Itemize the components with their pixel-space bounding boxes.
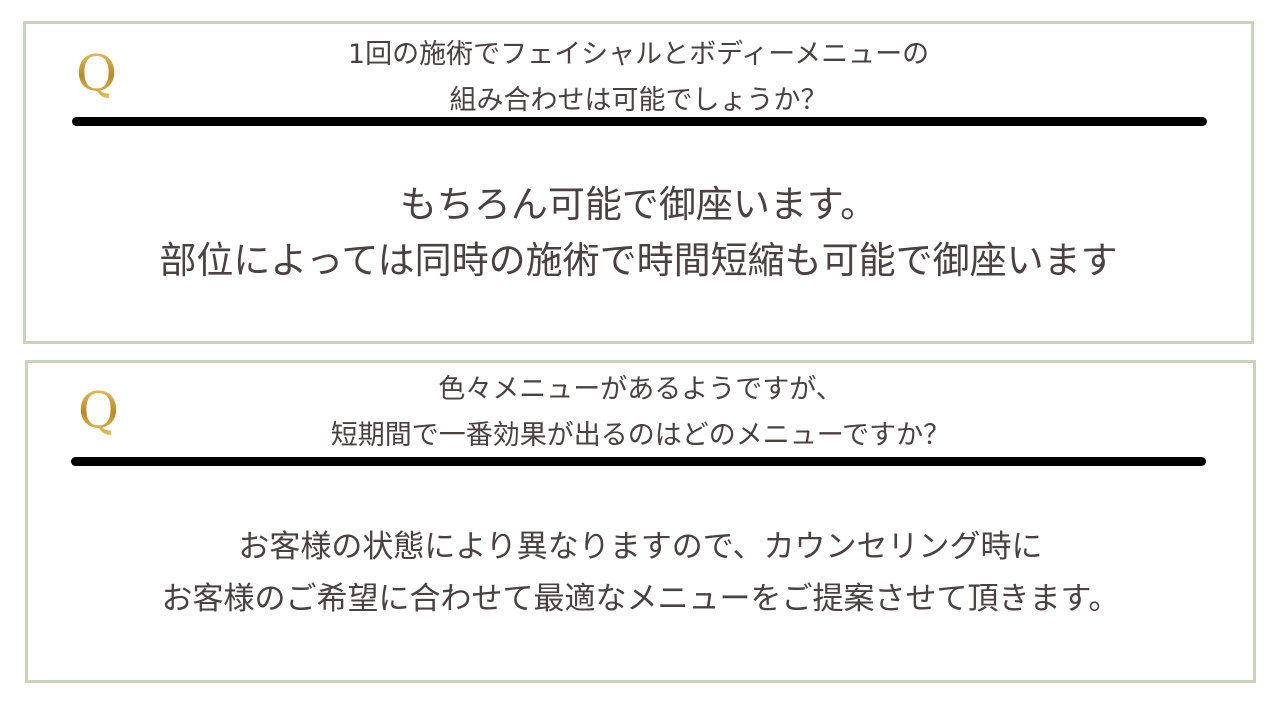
answer-line: お客様の状態により異なりますので、カウンセリング時に xyxy=(238,529,1043,565)
faq-answer: もちろん可能で御座います。 部位によっては同時の施術で時間短縮も可能で御座います xyxy=(26,177,1251,289)
faq-card-1: Q 1回の施術でフェイシャルとボディーメニューの 組み合わせは可能でしょうか？ … xyxy=(23,21,1254,344)
answer-line: もちろん可能で御座います。 xyxy=(399,183,878,226)
faq-question: 色々メニューがあるようですが、 短期間で一番効果が出るのはどのメニューですか？ xyxy=(28,367,1253,459)
faq-card-2: Q 色々メニューがあるようですが、 短期間で一番効果が出るのはどのメニューですか… xyxy=(25,360,1256,683)
divider xyxy=(72,117,1207,126)
answer-line: 部位によっては同時の施術で時間短縮も可能で御座います xyxy=(159,239,1118,282)
faq-question: 1回の施術でフェイシャルとボディーメニューの 組み合わせは可能でしょうか？ xyxy=(26,32,1251,124)
question-line: 組み合わせは可能でしょうか？ xyxy=(449,85,828,116)
q-letter-icon: Q xyxy=(76,44,117,102)
faq-answer: お客様の状態により異なりますので、カウンセリング時に お客様のご希望に合わせて最… xyxy=(28,521,1253,625)
question-line: 色々メニューがあるようですが、 xyxy=(438,374,843,405)
answer-line: お客様のご希望に合わせて最適なメニューをご提案させて頂きます。 xyxy=(161,581,1120,617)
q-letter-icon: Q xyxy=(78,381,119,439)
divider xyxy=(71,457,1206,466)
question-line: 1回の施術でフェイシャルとボディーメニューの xyxy=(347,39,930,70)
question-line: 短期間で一番効果が出るのはどのメニューですか？ xyxy=(330,420,951,451)
